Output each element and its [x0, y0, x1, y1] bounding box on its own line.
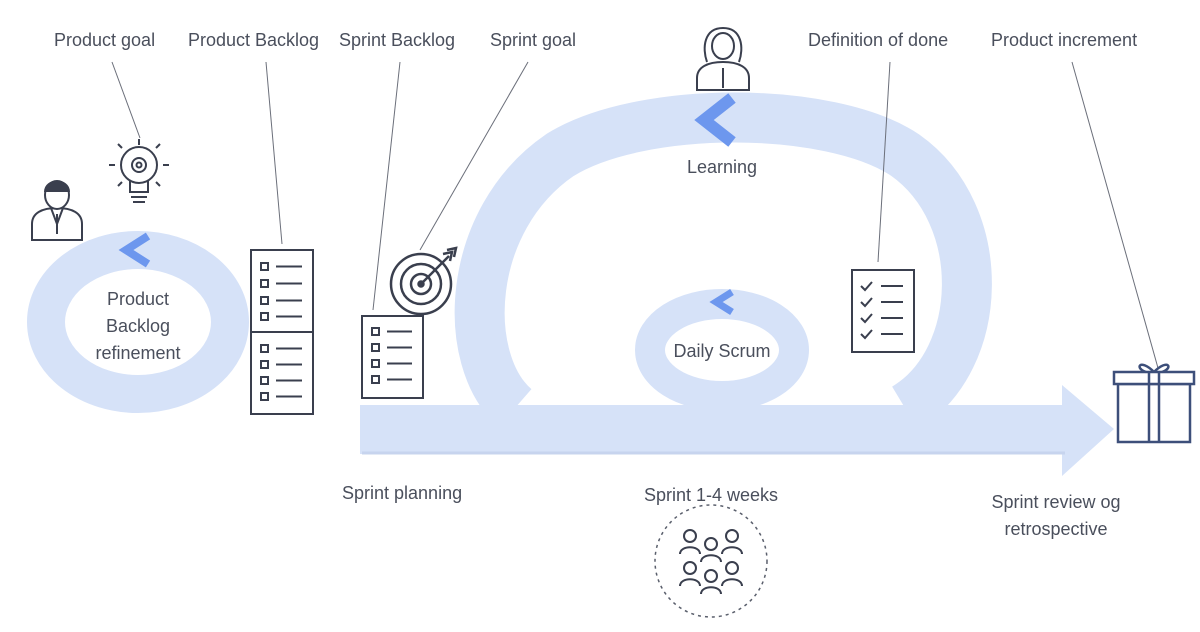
definition-of-done-label: Definition of done: [808, 30, 949, 50]
refinement-label-line1: Product: [106, 289, 170, 309]
sprint-backlog-leader: [372, 61, 401, 311]
learning-chevron-icon: [694, 93, 736, 147]
sprint-backlog-label: Sprint Backlog: [339, 30, 456, 50]
sprint-backlog-list-icon: [361, 315, 424, 399]
gift-icon: [1112, 363, 1196, 444]
product-goal-label: Product goal: [54, 30, 156, 50]
product-backlog-leader: [265, 61, 283, 245]
product-backlog-label: Product Backlog: [188, 30, 320, 50]
sprint-goal-leader: [419, 61, 529, 251]
daily-scrum-label: Daily Scrum: [673, 341, 771, 361]
product-owner-icon: [31, 180, 83, 241]
refinement-loop: [27, 231, 249, 413]
sprint-review-label-line1: Sprint review og: [991, 492, 1121, 512]
leader-lines: [111, 61, 1159, 369]
product-increment-label: Product increment: [991, 30, 1138, 50]
refinement-label: Product Backlog refinement: [78, 286, 198, 367]
sprint-goal-label: Sprint goal: [490, 30, 577, 50]
sprint-length-label: Sprint 1-4 weeks: [643, 485, 779, 505]
sprint-planning-label: Sprint planning: [342, 483, 463, 503]
team-dashed-circle: [654, 504, 768, 618]
checklist-icon: [851, 269, 915, 353]
sprint-review-label: Sprint review og retrospective: [976, 489, 1136, 543]
backlog-list-icon: [250, 249, 314, 415]
sprint-review-label-line2: retrospective: [1004, 519, 1108, 539]
daily-scrum-chevron-icon: [709, 289, 734, 315]
target-icon: [389, 246, 458, 316]
product-increment-leader: [1071, 61, 1159, 369]
learning-label: Learning: [686, 157, 758, 177]
definition-of-done-leader: [877, 61, 891, 263]
flow-shapes: [27, 92, 1114, 476]
scrum-master-icon: [696, 26, 750, 91]
lightbulb-icon: [109, 139, 169, 203]
refinement-chevron-icon: [118, 232, 151, 268]
product-goal-leader: [111, 61, 141, 139]
learning-loop: [454, 92, 992, 430]
team-icon: [654, 504, 768, 618]
refinement-label-line2: Backlog: [105, 316, 171, 336]
refinement-label-line3: refinement: [95, 343, 181, 363]
